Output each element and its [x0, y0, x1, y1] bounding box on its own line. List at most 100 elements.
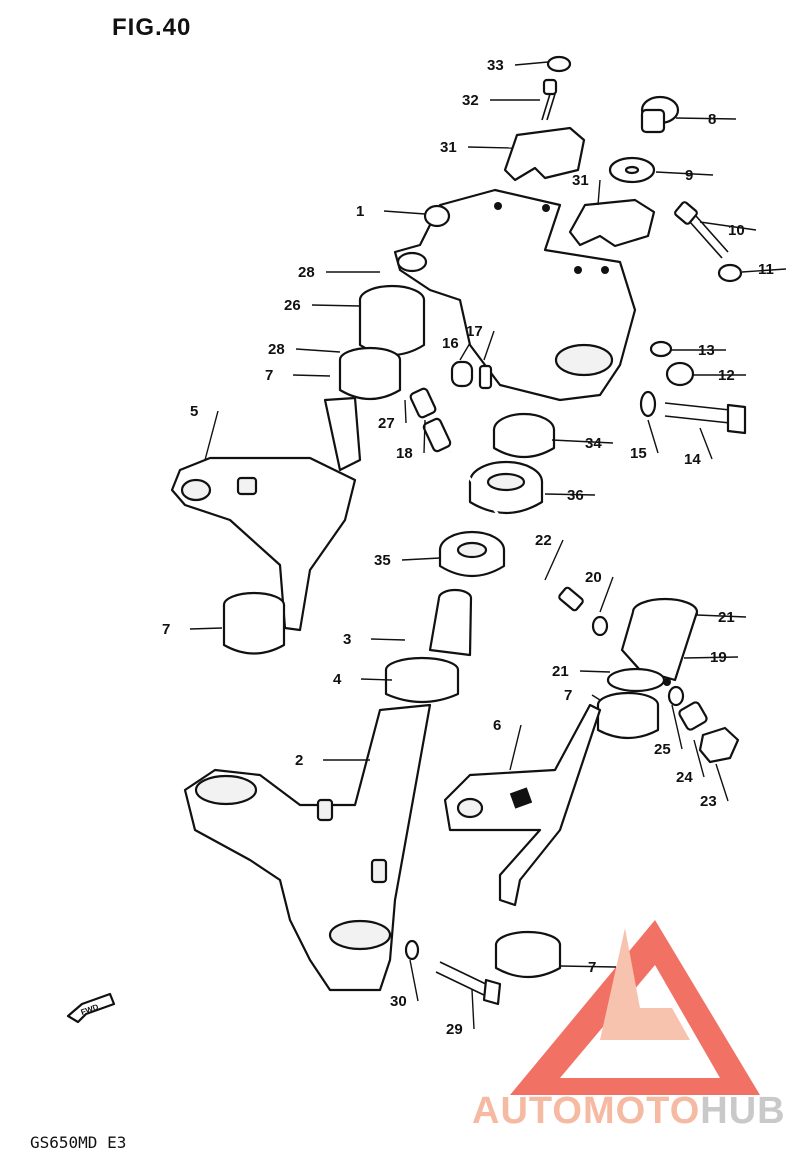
watermark-logo: [510, 920, 760, 1095]
callout-label-28: 28: [298, 264, 315, 281]
callout-leader: [383, 210, 426, 215]
callout-label-7: 7: [162, 621, 170, 638]
callout-leader: [360, 678, 393, 681]
part-8-knob: [608, 95, 680, 184]
callout-label-13: 13: [698, 342, 715, 359]
bearing-35: [438, 530, 506, 577]
handlebar-holder-upper: [503, 126, 656, 248]
callout-leader: [204, 410, 219, 461]
callout-leader: [459, 342, 471, 361]
callout-leader: [404, 399, 407, 424]
callout-leader: [509, 724, 522, 771]
callout-label-16: 16: [442, 335, 459, 352]
model-code: GS650MD E3: [30, 1133, 127, 1152]
callout-label-24: 24: [676, 769, 693, 786]
callout-label-27: 27: [378, 415, 395, 432]
callout-leader: [699, 427, 713, 460]
callout-leader: [467, 146, 513, 149]
callout-leader: [401, 557, 441, 561]
bolt-10: [674, 201, 743, 283]
fwd-arrow: FWD: [66, 992, 116, 1024]
callout-label-29: 29: [446, 1021, 463, 1038]
callout-label-5: 5: [190, 403, 198, 420]
hardware-23-25: [667, 685, 740, 764]
callout-label-18: 18: [396, 445, 413, 462]
callout-label-23: 23: [700, 793, 717, 810]
left-fork-clamp: [338, 284, 426, 400]
callout-leader: [471, 989, 475, 1030]
callout-label-4: 4: [333, 671, 342, 688]
callout-leader: [370, 638, 406, 641]
bearing-36: [468, 460, 544, 514]
callout-leader: [715, 763, 729, 802]
callout-label-30: 30: [390, 993, 407, 1010]
callout-label-12: 12: [718, 367, 735, 384]
callout-label-2: 2: [295, 752, 303, 769]
figure-title: FIG.40: [112, 14, 192, 41]
callout-leader: [559, 965, 617, 968]
callout-label-7: 7: [265, 367, 273, 384]
bracket-6: [443, 703, 602, 907]
callout-leader: [292, 374, 331, 377]
callout-label-17: 17: [466, 323, 483, 340]
bolt-32: [541, 55, 572, 121]
callout-leader: [311, 304, 361, 307]
callout-label-36: 36: [567, 487, 584, 504]
callout-leader: [544, 493, 596, 496]
callout-label-21: 21: [552, 663, 569, 680]
callout-leader: [514, 61, 549, 66]
right-lower-clamp-7: [494, 930, 562, 978]
callout-label-31: 31: [440, 139, 457, 156]
callout-leader: [483, 330, 495, 361]
steering-stem-lower-bracket: [183, 588, 473, 992]
callout-leader: [597, 179, 601, 206]
callout-label-7: 7: [564, 687, 572, 704]
callout-label-10: 10: [728, 222, 745, 239]
steering-nut-34: [492, 412, 556, 458]
brake-hose-22: [409, 387, 609, 637]
left-lower-clamp-7: [222, 591, 286, 655]
callout-leader: [551, 439, 614, 444]
callout-label-15: 15: [630, 445, 647, 462]
callout-label-3: 3: [343, 631, 351, 648]
callout-leader: [655, 171, 714, 176]
callout-label-35: 35: [374, 552, 391, 569]
callout-label-20: 20: [585, 569, 602, 586]
callout-label-11: 11: [758, 261, 774, 278]
callout-leader: [741, 268, 787, 273]
callout-label-21: 21: [718, 609, 735, 626]
callout-label-34: 34: [585, 435, 602, 452]
callout-label-7: 7: [588, 959, 596, 976]
small-hardware: [450, 340, 695, 418]
right-fork-clamp-19: [596, 597, 699, 740]
callout-leader: [696, 614, 747, 618]
callout-leader: [647, 419, 659, 454]
upper-bracket-1: [393, 188, 637, 402]
callout-leader: [423, 419, 426, 454]
callout-label-9: 9: [685, 167, 693, 184]
callout-label-6: 6: [493, 717, 501, 734]
callout-label-22: 22: [535, 532, 552, 549]
callout-label-25: 25: [654, 741, 671, 758]
callout-leader: [675, 117, 737, 120]
bracket-5: [170, 396, 362, 632]
bolt-29: [404, 939, 502, 1006]
callout-label-26: 26: [284, 297, 301, 314]
callout-leader: [544, 539, 564, 581]
callout-label-28: 28: [268, 341, 285, 358]
callout-label-8: 8: [708, 111, 716, 128]
bolt-14: [664, 402, 747, 435]
callout-label-33: 33: [487, 57, 504, 74]
callout-leader: [579, 670, 611, 673]
callout-label-31: 31: [572, 172, 589, 189]
callout-leader: [699, 221, 757, 231]
callout-leader: [409, 959, 419, 1002]
watermark-text: AUTOMOTOHUB: [472, 1090, 786, 1132]
callout-leader: [591, 694, 601, 701]
callout-leader: [693, 739, 705, 778]
callout-label-19: 19: [710, 649, 727, 666]
callout-leader: [671, 704, 683, 750]
